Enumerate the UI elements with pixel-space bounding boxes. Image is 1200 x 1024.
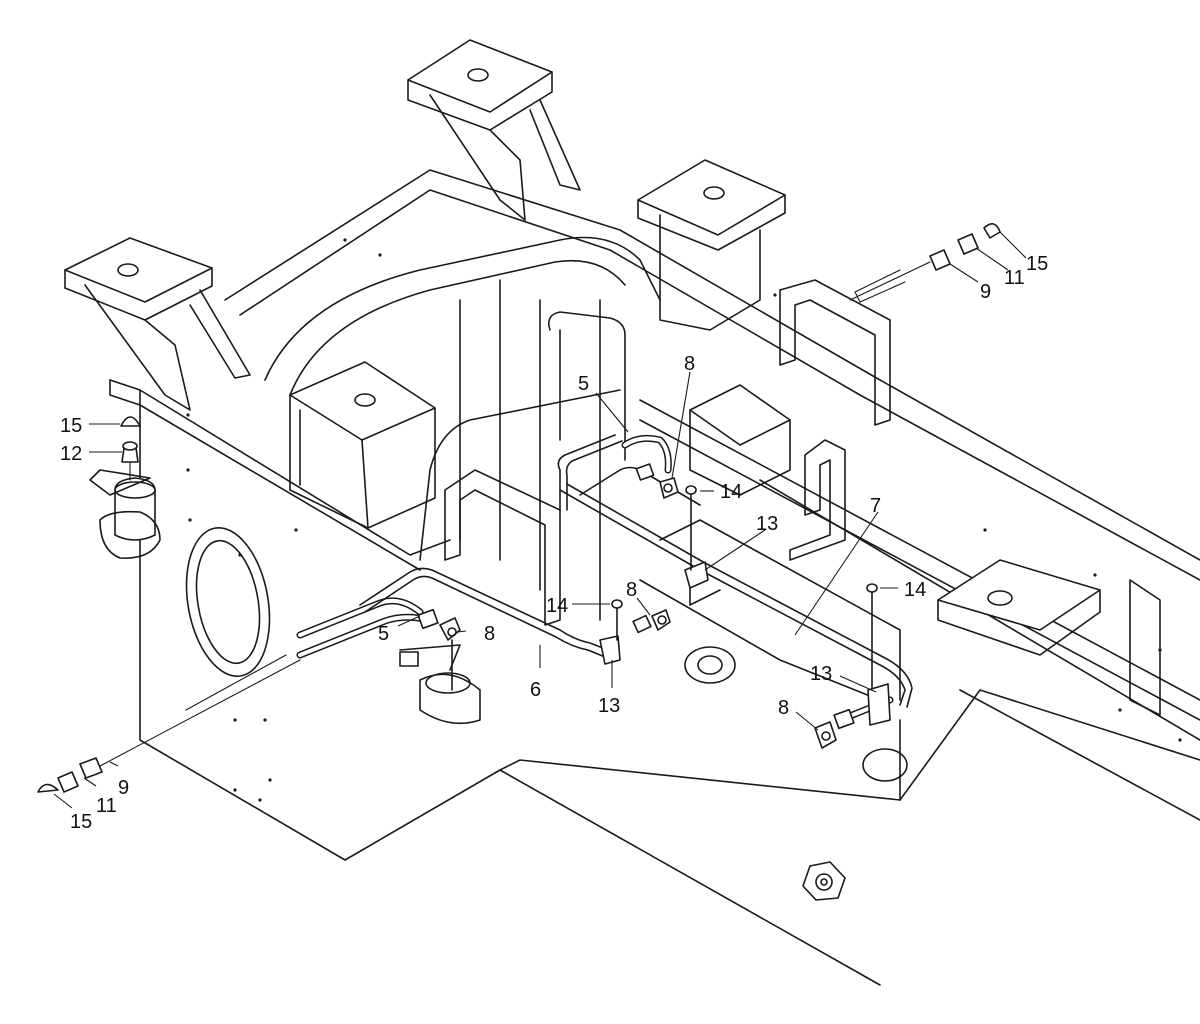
callout-5-upper: 5 <box>578 373 589 395</box>
hose-5-left <box>296 597 432 659</box>
u-bracket-right <box>779 279 891 426</box>
grease-nipple-set-left <box>37 654 301 793</box>
callout-6: 6 <box>530 679 541 701</box>
mount-bracket-right <box>637 159 786 331</box>
clamp-13-left <box>599 635 621 665</box>
callout-9-right: 9 <box>980 281 991 303</box>
callout-8-right: 8 <box>778 697 789 719</box>
leader-lines <box>53 231 1027 809</box>
callout-7: 7 <box>870 495 881 517</box>
mount-bracket-mid <box>689 384 791 496</box>
callout-8-left: 8 <box>484 623 495 645</box>
callout-15-upper-left: 15 <box>60 415 82 437</box>
grease-nipple-set-right <box>849 223 1001 303</box>
mount-bracket-top <box>407 39 581 221</box>
callout-13-upper: 13 <box>756 513 778 535</box>
bolt-14-upper <box>685 485 697 571</box>
callout-15-left: 15 <box>70 811 92 833</box>
fitting-8-upper <box>635 463 679 499</box>
pivot-right <box>684 646 908 782</box>
callout-14-center: 14 <box>546 595 568 617</box>
callout-12: 12 <box>60 443 82 465</box>
rivet-dots <box>186 238 1182 802</box>
tube-6 <box>359 567 609 658</box>
cap-15-left <box>120 416 141 427</box>
hose-5-right <box>557 434 672 511</box>
grease-nipple-12 <box>121 441 139 481</box>
mount-bracket-far-right <box>937 559 1101 656</box>
callout-labels: 15 12 5 8 14 13 7 14 8 14 5 8 6 13 13 8 … <box>60 253 1048 833</box>
bolt-14-center <box>611 599 623 641</box>
pivot-center <box>399 644 481 725</box>
callout-8-upper: 8 <box>684 353 695 375</box>
callout-14-right: 14 <box>904 579 926 601</box>
bolt-14-right <box>866 583 878 689</box>
callout-15-right: 15 <box>1026 253 1048 275</box>
mount-bracket-left <box>64 237 251 411</box>
u-bracket-center <box>444 469 561 626</box>
clamp-13-right <box>867 683 891 726</box>
pivot-left <box>89 469 161 559</box>
callout-14-upper: 14 <box>720 481 742 503</box>
callout-13-left: 13 <box>598 695 620 717</box>
chassis-frame <box>109 169 1200 986</box>
callout-8-center: 8 <box>626 579 637 601</box>
callout-9-left: 9 <box>118 777 129 799</box>
callout-11-left: 11 <box>96 795 117 817</box>
mount-bracket-center <box>289 361 436 529</box>
manufacturer-mark-icon <box>802 861 846 901</box>
callout-5-left: 5 <box>378 623 389 645</box>
u-bracket-small <box>789 439 846 561</box>
callout-13-right: 13 <box>810 663 832 685</box>
tube-7 <box>559 466 913 708</box>
fitting-8-left <box>417 608 461 691</box>
callout-11-right: 11 <box>1004 267 1025 289</box>
fitting-8-right <box>814 708 855 749</box>
fitting-8-center <box>632 609 671 634</box>
